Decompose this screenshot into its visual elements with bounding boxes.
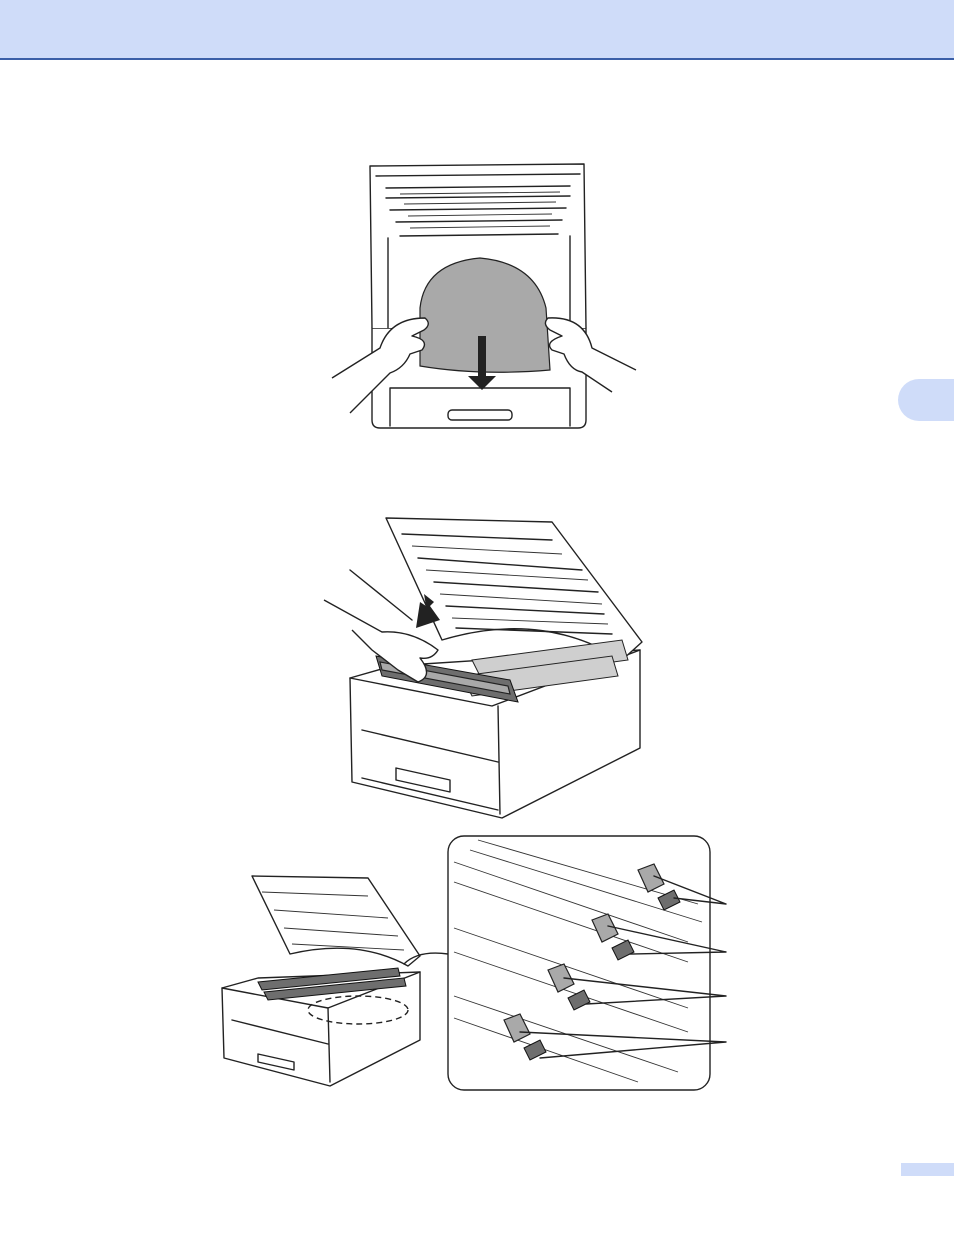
drum-levers-illustration	[218, 832, 758, 1094]
chapter-tab	[898, 379, 954, 421]
printer-top-cover	[252, 876, 420, 966]
drum-insert-illustration	[322, 510, 648, 822]
page-number-tab	[901, 1163, 954, 1176]
paper-removal-illustration	[330, 158, 640, 433]
page-header-band	[0, 0, 954, 60]
printer-top-cover	[386, 518, 642, 660]
